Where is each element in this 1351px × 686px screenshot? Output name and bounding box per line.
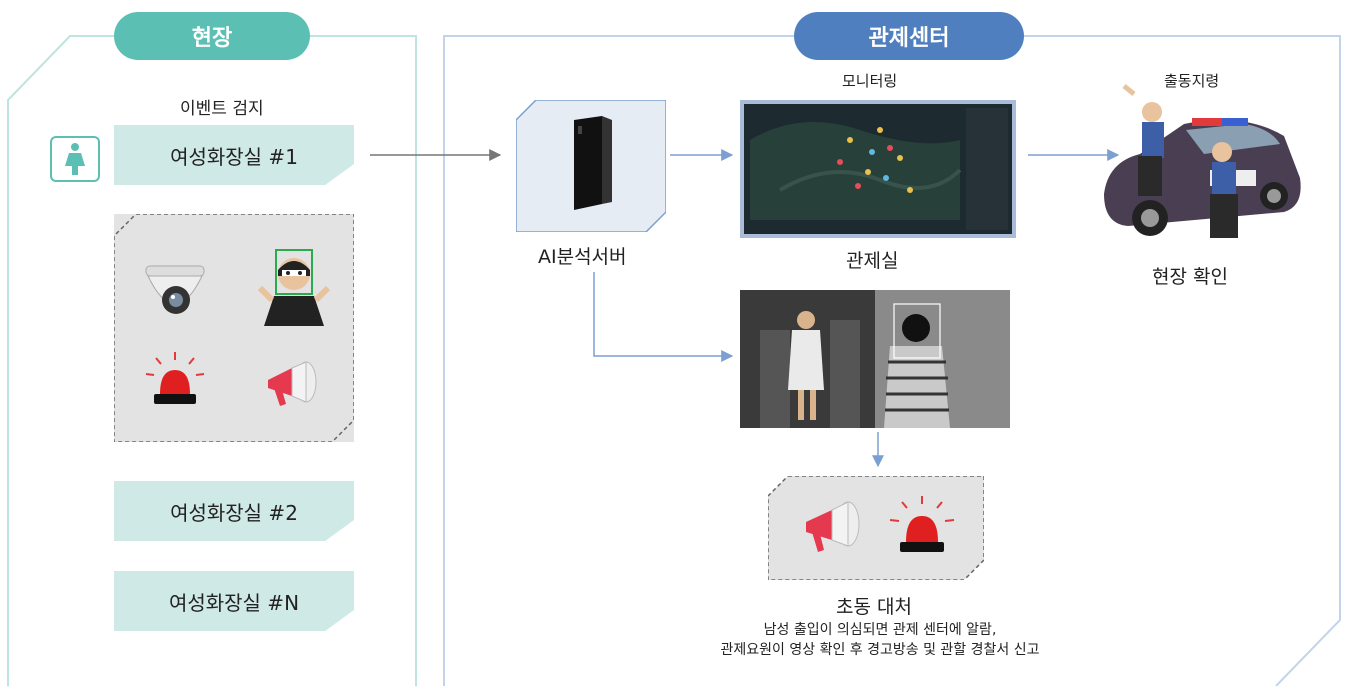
response-title: 초동 대처	[836, 596, 912, 618]
room-2: 여성화장실 #2	[114, 481, 354, 541]
monitoring-label: 모니터링	[842, 72, 898, 90]
event-detection-label: 이벤트 검지	[180, 99, 264, 119]
dispatch-label: 출동지령	[1164, 72, 1220, 90]
police-car-icon	[1094, 84, 1306, 248]
cctv-camera-icon	[140, 262, 210, 326]
response-description-line-2: 관제요원이 영상 확인 후 경고방송 및 관할 경찰서 신고	[720, 642, 1040, 658]
woman-restroom-icon	[50, 136, 100, 182]
megaphone-icon	[800, 496, 864, 560]
ai-server-label: AI분석서버	[538, 246, 627, 268]
room-n: 여성화장실 #N	[114, 571, 354, 631]
control-room-label: 관제실	[846, 250, 899, 272]
room-1: 여성화장실 #1	[114, 125, 354, 185]
masked-intruder-icon	[254, 248, 334, 332]
cctv-footage-image	[740, 290, 1010, 428]
control-center-title: 관제센터	[794, 12, 1024, 60]
megaphone-icon	[262, 356, 322, 416]
ai-server-card	[515, 99, 667, 233]
control-room-monitor	[740, 100, 1016, 238]
siren-icon	[140, 350, 210, 414]
response-description: 남성 출입이 의심되면 관제 센터에 알람, 관제요원이 영상 확인 후 경고방…	[600, 620, 1160, 660]
site-check-label: 현장 확인	[1152, 266, 1228, 288]
siren-icon	[884, 494, 960, 562]
field-title: 현장	[114, 12, 310, 60]
response-description-line-1: 남성 출입이 의심되면 관제 센터에 알람,	[763, 622, 997, 638]
